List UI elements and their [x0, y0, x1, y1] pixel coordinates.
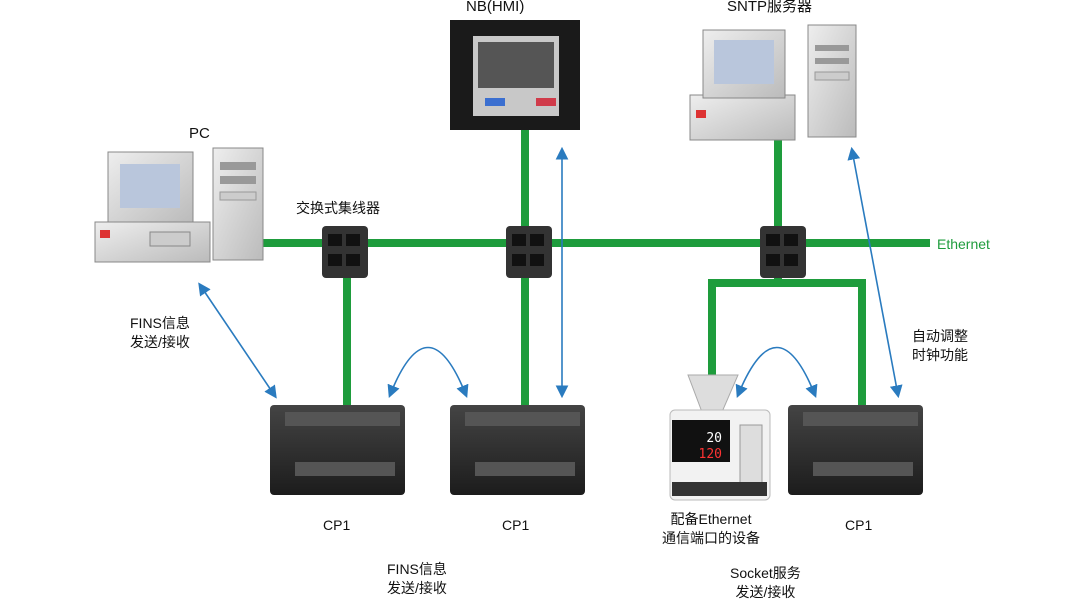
cp1-plc-c [788, 405, 923, 495]
hmi-label: NB(HMI) [466, 0, 525, 15]
sntp-server [689, 24, 857, 141]
cp1-plc-b [450, 405, 585, 495]
fins-bottom-line1: FINS信息 [387, 561, 447, 577]
switch-2 [506, 226, 552, 278]
fins-left-line1: FINS信息 [130, 315, 190, 331]
pc-label: PC [189, 125, 210, 142]
auto-clock-line2: 时钟功能 [912, 347, 968, 363]
communication-arrows [198, 146, 903, 399]
socket-label: Socket服务发送/接收 [730, 564, 801, 602]
hmi-terminal [450, 20, 580, 130]
fins-pc-arrow [198, 282, 277, 399]
cp1-label-b: CP1 [502, 517, 530, 533]
fins-bottom-label: FINS信息发送/接收 [387, 560, 447, 598]
sntp-label: SNTP服务器 [727, 0, 813, 15]
cp1-label-c: CP1 [845, 517, 873, 533]
fins-plc-arrow [387, 346, 469, 398]
switch-label: 交换式集线器 [296, 200, 380, 216]
device-display-top: 20 [706, 431, 722, 446]
cable-device-cp1-c [708, 279, 866, 408]
fins-left-label: FINS信息发送/接收 [130, 314, 190, 352]
socket-line2: 发送/接收 [735, 584, 796, 600]
device-label: 配备Ethernet 通信端口的设备 [662, 510, 760, 548]
sntp-arrow [847, 146, 903, 399]
switch-3 [760, 226, 806, 278]
ethernet-label: Ethernet [937, 236, 990, 252]
device-line2: 通信端口的设备 [662, 530, 760, 546]
cp1-label-a: CP1 [323, 517, 351, 533]
device-display-bottom: 120 [699, 447, 722, 462]
ethernet-device: 20 120 [669, 374, 771, 501]
auto-clock-line1: 自动调整 [912, 328, 968, 344]
fins-bottom-line2: 发送/接收 [387, 580, 447, 596]
device-line1: 配备Ethernet [670, 511, 752, 527]
cp1-plc-a [270, 405, 405, 495]
fins-left-line2: 发送/接收 [130, 334, 190, 350]
switch-1 [322, 226, 368, 278]
socket-arrow [735, 346, 818, 398]
auto-clock-label: 自动调整时钟功能 [912, 327, 968, 365]
pc-computer [94, 147, 264, 263]
socket-line1: Socket服务 [730, 565, 801, 581]
